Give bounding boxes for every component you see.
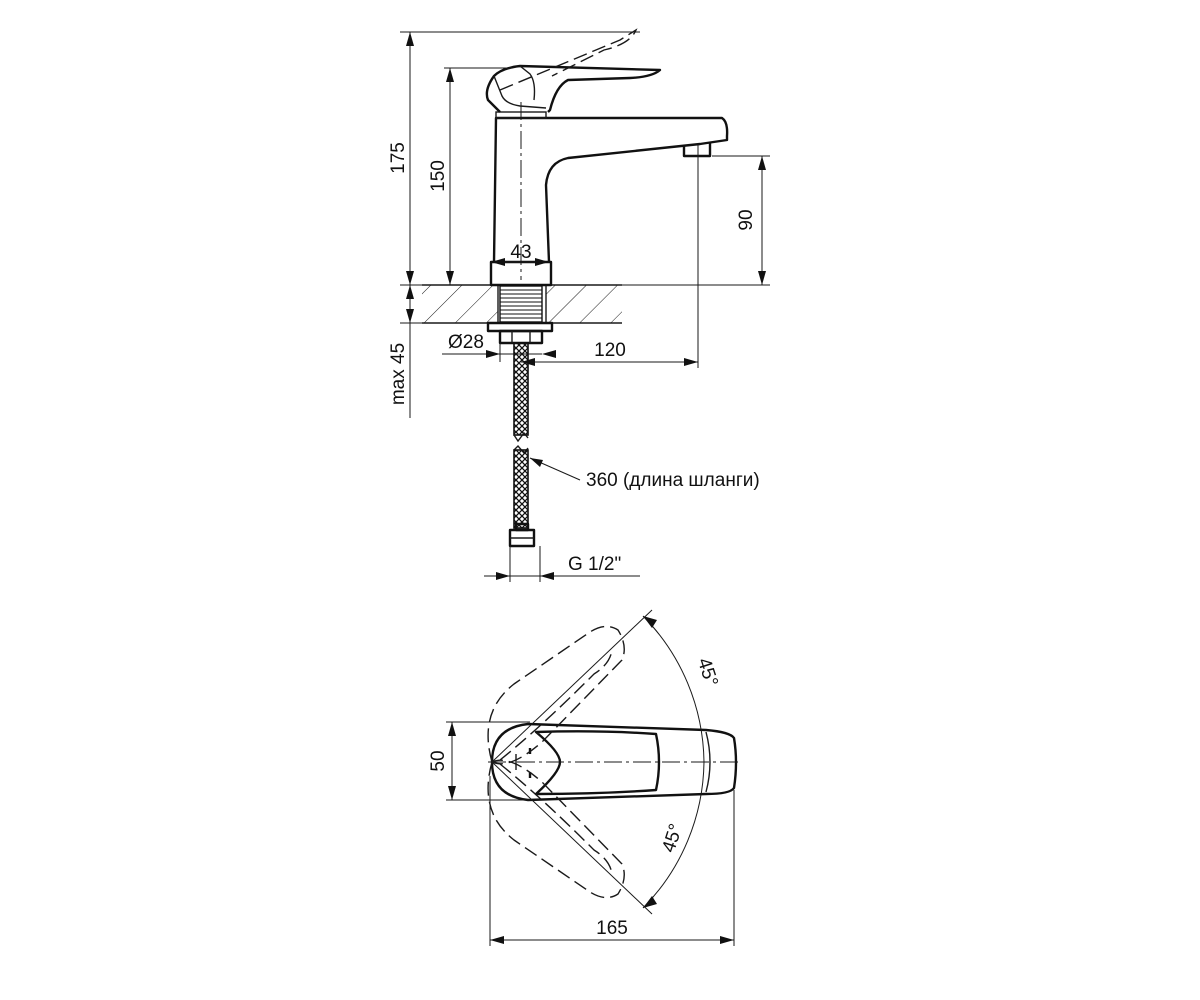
spout-reach-label: 120 [594,340,626,361]
dimension-connection-thread: G 1/2" [484,554,640,580]
faucet-body [485,28,729,287]
swing-angle-bottom-label: 45° [658,821,687,855]
dimension-max-thickness: max 45 [388,285,422,418]
lever-top-rotated-down [487,759,625,899]
side-view: 175 150 90 43 [388,28,770,582]
shank-diameter-label: Ø28 [448,332,484,353]
lever-top-rotated-up [487,625,625,765]
dimension-spout-reach: 120 [521,145,699,368]
dimension-base-width: 43 [491,242,549,266]
spout-height-label: 90 [736,209,757,230]
dimension-shank-diameter: Ø28 [442,332,556,362]
max-thickness-label: max 45 [388,343,409,405]
swing-angle-top-label: 45° [693,655,722,689]
dimension-spout-height: 90 [622,155,770,286]
hose-length-callout: 360 (длина шланги) [529,457,760,491]
connection-thread-label: G 1/2" [568,554,621,575]
top-view: 45° 45° 50 165 [428,609,740,946]
shank [486,285,554,345]
lever-width-label: 50 [428,750,449,771]
dimension-lever-width: 50 [428,721,530,801]
flexible-hose [508,342,541,582]
dimension-lever-length: 165 [489,776,735,946]
body-height-label: 150 [428,160,449,192]
base-width-label: 43 [510,242,531,263]
dimension-body-height: 150 [428,67,512,285]
hose-length-label: 360 (длина шланги) [586,470,760,491]
lever-length-label: 165 [596,918,628,939]
countertop-section [422,284,622,324]
dimension-total-height: 175 [388,31,640,286]
total-height-label: 175 [388,142,409,174]
